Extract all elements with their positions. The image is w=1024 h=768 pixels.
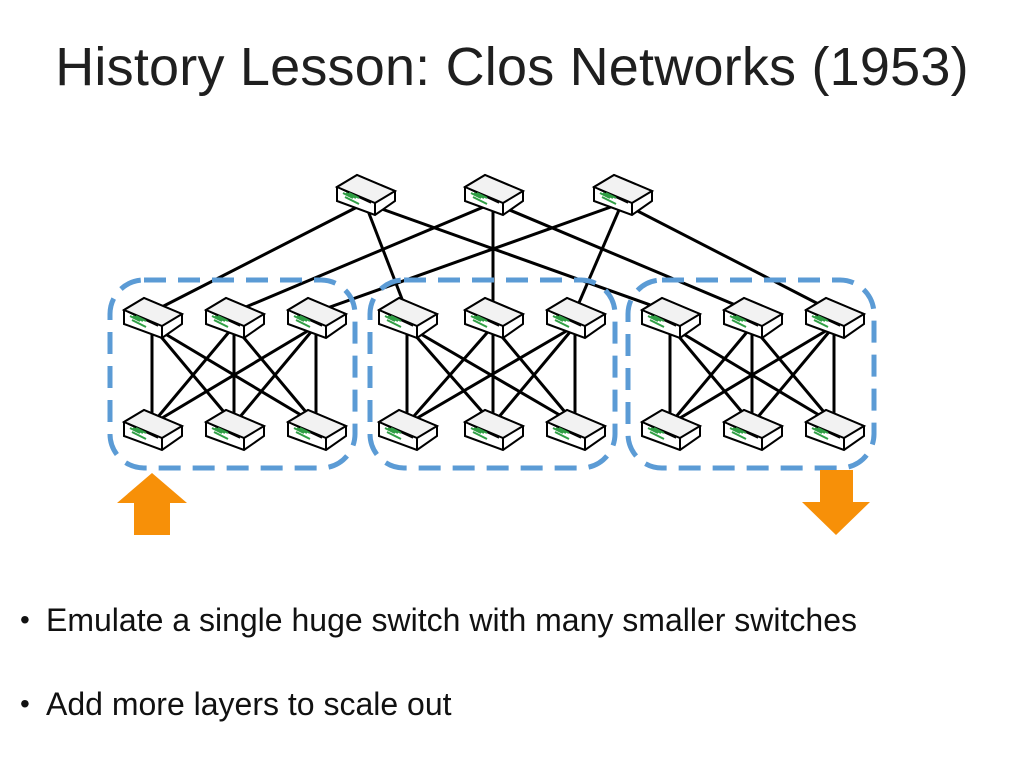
network-link [492, 201, 753, 314]
network-switch-icon [464, 409, 524, 451]
network-switch-icon [123, 297, 183, 339]
network-switch-icon [805, 409, 865, 451]
network-link [233, 201, 494, 314]
bullet-text: Add more layers to scale out [46, 686, 452, 722]
network-link [364, 201, 671, 314]
network-link [573, 202, 624, 313]
network-link [405, 325, 495, 425]
bullet-list: • Emulate a single huge switch with many… [20, 598, 1000, 766]
network-switch-icon [641, 297, 701, 339]
network-switch-icon [205, 409, 265, 451]
network-link [315, 201, 623, 314]
switch-groups [107, 277, 877, 471]
network-links [150, 201, 836, 426]
switch-group-outline [625, 277, 877, 471]
network-switch-icon [805, 297, 865, 339]
network-link [151, 201, 366, 314]
switch-group-outline [107, 277, 358, 471]
network-link [750, 325, 836, 425]
network-switch-icon [123, 409, 183, 451]
network-switch-icon [464, 174, 524, 216]
network-link [150, 325, 236, 425]
network-switch-icon [336, 174, 396, 216]
network-switch-icon [723, 297, 783, 339]
network-link [406, 324, 576, 426]
network-switch-icon [641, 409, 701, 451]
network-switch-icon [378, 297, 438, 339]
bullet-dot: • [20, 688, 30, 719]
clos-network-diagram [107, 174, 877, 535]
network-switch-icon [723, 409, 783, 451]
network-link [491, 325, 577, 425]
network-switch-icon [287, 409, 347, 451]
network-link [669, 324, 835, 426]
slide-title: History Lesson: Clos Networks (1953) [55, 37, 969, 97]
network-link [621, 201, 835, 314]
arrow-up-icon [117, 473, 187, 535]
network-switch-icon [464, 297, 524, 339]
network-link [232, 325, 318, 425]
network-switch-icon [546, 297, 606, 339]
network-link [363, 202, 409, 313]
bullet-item: • Emulate a single huge switch with many… [20, 598, 1000, 682]
bullet-item: • Add more layers to scale out [20, 682, 1000, 766]
arrow-down-icon [802, 470, 870, 535]
network-link [668, 325, 754, 425]
network-switch-icon [546, 409, 606, 451]
bullet-dot: • [20, 604, 30, 635]
network-switch-icon [378, 409, 438, 451]
network-link [151, 324, 317, 426]
switch-group-outline [367, 277, 618, 471]
bullet-text: Emulate a single huge switch with many s… [46, 602, 857, 638]
